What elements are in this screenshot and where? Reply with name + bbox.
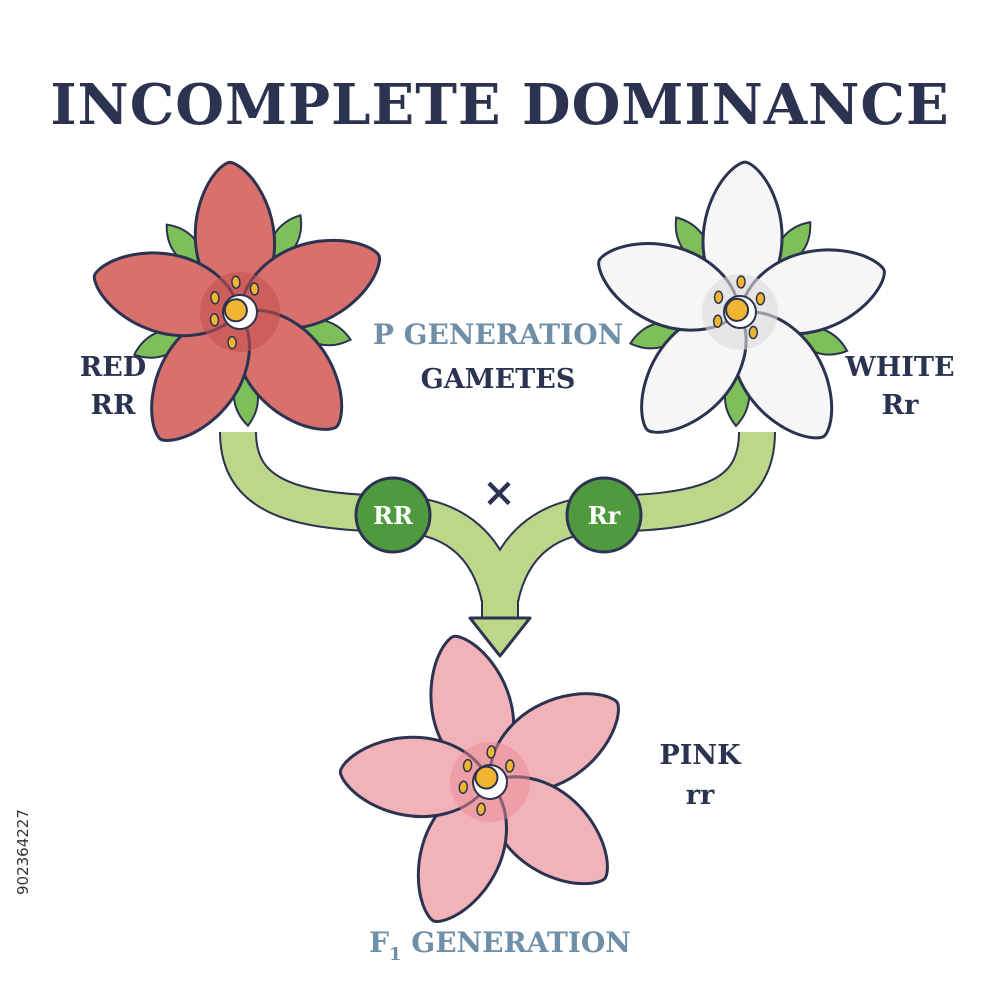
- f1-generation-label: F1 GENERATION: [369, 926, 631, 965]
- white-genotype-label: Rr: [882, 390, 919, 421]
- red-flower-icon: [83, 158, 396, 462]
- cross-symbol: ×: [482, 469, 516, 516]
- cross-arrow: [219, 431, 776, 658]
- white-name-label: WHITE: [844, 352, 954, 383]
- pink-flower-icon: [336, 625, 640, 938]
- gamete-left-label: RR: [373, 501, 414, 530]
- gamete-badge-right: Rr: [565, 476, 643, 554]
- gametes-label: GAMETES: [421, 364, 576, 395]
- gamete-badge-left: RR: [354, 476, 432, 554]
- p-generation-label: P GENERATION: [373, 318, 623, 351]
- gamete-right-label: Rr: [588, 501, 621, 530]
- stock-id-label: 902364227: [14, 809, 32, 895]
- f1-subscript: 1: [389, 944, 402, 965]
- red-name-label: RED: [80, 352, 146, 383]
- pink-genotype-label: rr: [686, 780, 715, 811]
- pink-name-label: PINK: [659, 740, 742, 771]
- f1-suffix: GENERATION: [402, 926, 631, 959]
- f1-prefix: F: [369, 926, 389, 959]
- white-flower-icon: [584, 159, 897, 460]
- diagram-title: INCOMPLETE DOMINANCE: [50, 72, 949, 138]
- red-genotype-label: RR: [91, 390, 136, 421]
